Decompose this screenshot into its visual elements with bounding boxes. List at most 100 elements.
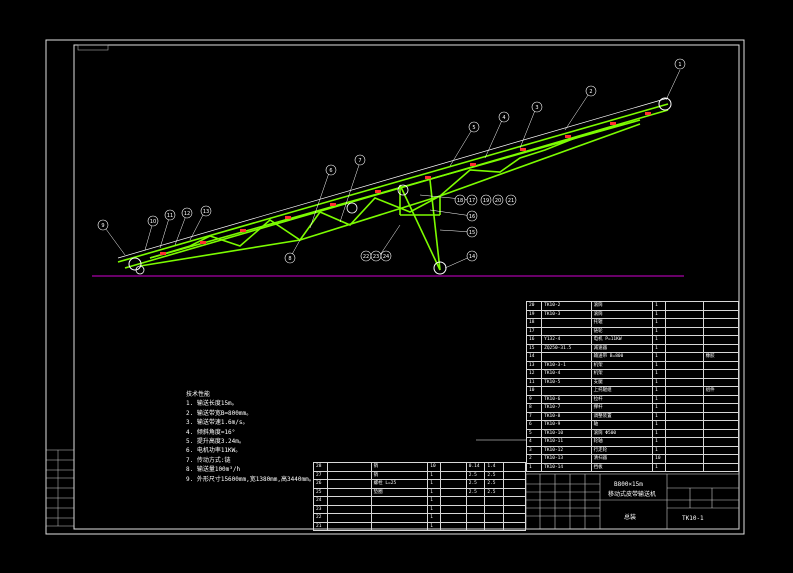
bom-cell-qty: 1: [652, 369, 667, 379]
bom-cell-code: TK10-5: [541, 377, 592, 387]
bom-cell-code: TK10-3: [541, 309, 592, 319]
balloon-label: 12: [184, 211, 190, 217]
outer-frame: [45, 39, 745, 535]
tail-pulley: [128, 257, 142, 271]
bom-cell-note: [502, 470, 527, 480]
bom-cell-no: 18: [525, 318, 543, 328]
bom-cell-note: [702, 309, 740, 319]
bom-cell-name: [370, 521, 429, 531]
bom-cell-no: 25: [312, 487, 329, 497]
note-line: 3. 输送带速1.6m/s。: [186, 419, 249, 427]
balloon-circle: [181, 207, 193, 219]
bom-cell-name: 轴: [590, 420, 654, 430]
note-line: 2. 输送带宽B=800mm。: [186, 409, 253, 417]
bom-cell-w1: [465, 496, 486, 506]
drawing-title-line1: B800×15m: [614, 481, 643, 488]
bom-cell-qty: 1: [652, 309, 667, 319]
bom-cell-no: 12: [525, 369, 543, 379]
bom-cell-no: 26: [312, 479, 329, 489]
note-line: 5. 提升高度3.24m。: [186, 438, 245, 446]
bom-cell-name: 轮轴: [590, 437, 654, 447]
bom-cell-name: 链轮: [590, 326, 654, 336]
balloon-circle: [466, 194, 478, 206]
balloon-label: 17: [469, 198, 475, 204]
bom-cell-no: 17: [525, 326, 543, 336]
bom-cell-note: [702, 428, 740, 438]
bom-cell-qty: 1: [427, 504, 441, 514]
bom-cell-note: [702, 335, 740, 345]
bom-cell-name: 挡板: [590, 462, 654, 472]
bom-cell-name: 销: [370, 462, 429, 472]
motor: [346, 202, 358, 214]
bom-cell-code: [541, 386, 592, 396]
bom-cell-code: [327, 462, 372, 472]
bom-cell-name: 清扫器: [590, 454, 654, 464]
bom-cell-note: [702, 301, 740, 311]
balloon-circle: [498, 111, 510, 123]
bom-cell-code: TK10-2: [541, 301, 592, 311]
balloon-label: 9: [101, 223, 104, 229]
balloon-label: 6: [329, 168, 332, 174]
balloon-label: 8: [288, 256, 291, 262]
bom-cell-mat: [665, 360, 704, 370]
bom-cell-name: 支腿: [590, 377, 654, 387]
bom-cell-no: 28: [312, 462, 329, 472]
balloon-label: 22: [363, 254, 369, 260]
bom-cell-no: 20: [525, 301, 543, 311]
bom-cell-mat: [665, 420, 704, 430]
bom-cell-mat: [439, 470, 467, 480]
bom-cell-no: 24: [312, 496, 329, 506]
balloon-label: 24: [383, 254, 389, 260]
bom-cell-name: [370, 513, 429, 523]
drawing-number: TK10-1: [682, 515, 704, 522]
bom-cell-note: [702, 326, 740, 336]
notes-heading: 技术性能: [186, 391, 211, 398]
balloon-label: 11: [167, 213, 173, 219]
bom-cell-note: 组件: [702, 386, 740, 396]
bom-cell-no: 19: [525, 309, 543, 319]
bom-cell-no: 1: [525, 462, 543, 472]
bom-cell-note: [702, 403, 740, 413]
balloon-label: 13: [203, 209, 209, 215]
bom-cell-qty: 1: [652, 386, 667, 396]
balloon-circle: [147, 215, 159, 227]
bom-cell-mat: [665, 411, 704, 421]
bom-cell-mat: [665, 394, 704, 404]
bom-cell-qty: 1: [652, 403, 667, 413]
balloon-circle: [284, 252, 296, 264]
note-line: 9. 外形尺寸15600mm,宽1380mm,高3440mm。: [186, 475, 315, 483]
bom-cell-w2: 1.4: [484, 462, 504, 472]
balloon-label: 23: [373, 254, 379, 260]
balloon-label: 2: [589, 89, 592, 95]
bom-cell-mat: [665, 352, 704, 362]
bom-cell-code: [541, 326, 592, 336]
bom-cell-qty: 1: [652, 445, 667, 455]
bom-cell-code: TK10-14: [541, 462, 592, 472]
bom-cell-no: 14: [525, 352, 543, 362]
bom-cell-qty: 1: [652, 318, 667, 328]
bom-cell-code: [327, 521, 372, 531]
bom-cell-no: 13: [525, 360, 543, 370]
bom-cell-code: Y132-4: [541, 335, 592, 345]
bom-cell-qty: 1: [652, 377, 667, 387]
bom-cell-name: 电机 P=11KW: [590, 335, 654, 345]
bom-cell-w2: [484, 521, 504, 531]
bom-cell-no: 11: [525, 377, 543, 387]
bom-cell-note: [702, 369, 740, 379]
bom-cell-code: TK10-9: [541, 420, 592, 430]
note-line: 7. 传动方式:链: [186, 456, 231, 464]
balloon-circle: [164, 209, 176, 221]
balloon-circle: [674, 58, 686, 70]
bom-cell-code: TK10-7: [541, 403, 592, 413]
bom-cell-note: [702, 318, 740, 328]
